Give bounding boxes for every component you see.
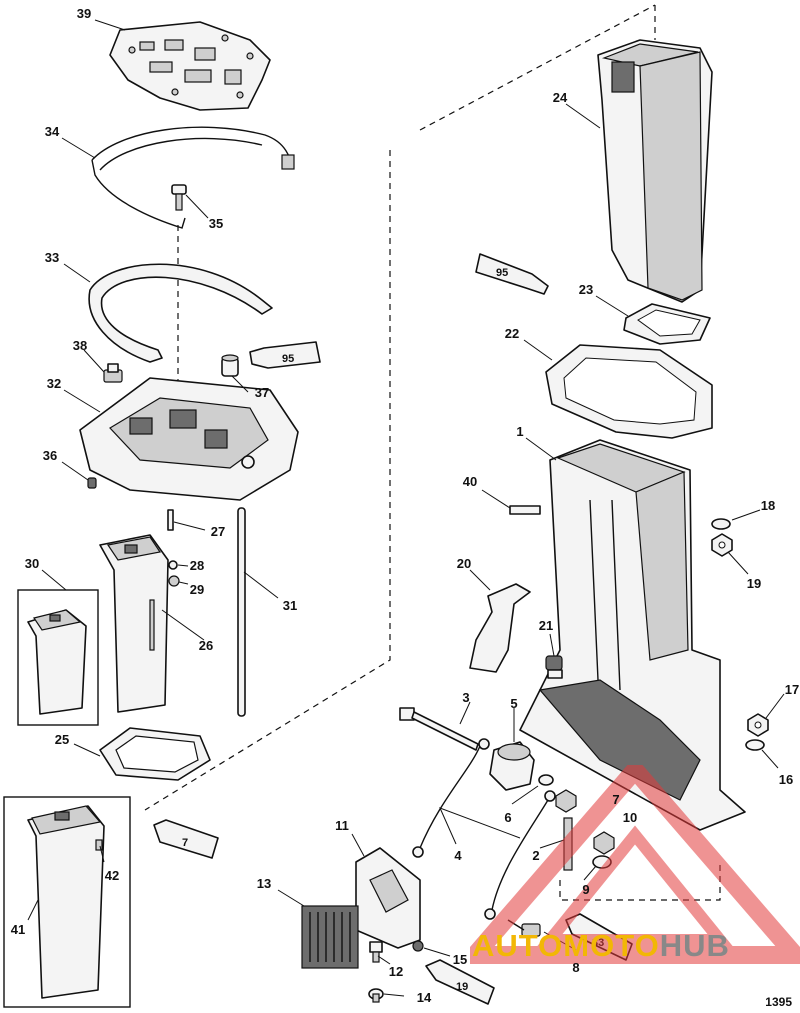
tube-label-95-right: 95: [496, 267, 508, 279]
callout-38: 38: [72, 338, 88, 353]
callout-23: 23: [578, 282, 594, 297]
callout-40: 40: [462, 474, 478, 489]
part-40-decal: [509, 505, 541, 515]
callout-9: 9: [582, 882, 590, 897]
part-30-box: [17, 589, 99, 726]
callout-4: 4: [454, 848, 462, 863]
part-12-screw: [369, 941, 383, 963]
part-20-water-tube: [469, 583, 531, 673]
callout-27: 27: [210, 524, 226, 539]
callout-30: 30: [24, 556, 40, 571]
figure-number: 1395: [765, 995, 792, 1009]
callout-37: 37: [254, 385, 270, 400]
callout-34: 34: [44, 124, 60, 139]
part-7-sealant-tube: 7: [153, 819, 219, 859]
tube-label-95-upper: 95: [282, 353, 294, 365]
part-32-adapter-plate: [79, 377, 299, 501]
callout-19: 19: [746, 576, 762, 591]
callout-35: 35: [208, 216, 224, 231]
callout-22: 22: [504, 326, 520, 341]
callout-17: 17: [784, 682, 800, 697]
part-10-nut: [593, 831, 615, 855]
callout-3: 3: [462, 690, 470, 705]
watermark-logo: [470, 765, 800, 964]
tube-label-7: 7: [182, 837, 188, 849]
callout-20: 20: [456, 556, 472, 571]
tube-label-19: 19: [456, 981, 468, 993]
part-18-washer: [711, 518, 731, 530]
callout-18: 18: [760, 498, 776, 513]
callout-41: 41: [10, 922, 26, 937]
part-37-sleeve: [221, 354, 239, 377]
callout-31: 31: [282, 598, 298, 613]
callout-11: 11: [335, 818, 349, 833]
callout-8: 8: [572, 960, 580, 975]
callout-7-nut: 7: [612, 792, 620, 807]
part-33-seal: [88, 263, 273, 363]
callout-12: 12: [388, 964, 404, 979]
part-35-screw: [171, 184, 187, 211]
part-27-dowel: [167, 509, 174, 531]
callout-14: 14: [416, 990, 432, 1005]
part-16-washer: [745, 739, 765, 751]
callout-1: 1: [516, 424, 524, 439]
part-19-sealant-tube: 19: [425, 959, 495, 1005]
part-23-seal: [623, 303, 711, 345]
watermark-text-hub: HUB: [659, 928, 730, 963]
callout-28: 28: [189, 558, 205, 573]
callout-2: 2: [532, 848, 540, 863]
part-39-gasket-plate: [109, 21, 271, 111]
part-95-sealant-tube-right: 95: [475, 253, 549, 295]
callout-10: 10: [622, 810, 638, 825]
part-36-pin: [87, 477, 97, 489]
part-41-box: [3, 796, 131, 1008]
part-22-gasket: [545, 344, 713, 439]
callout-13: 13: [256, 876, 272, 891]
callout-16: 16: [778, 772, 794, 787]
part-31-tube: [237, 507, 246, 717]
callout-6: 6: [504, 810, 512, 825]
watermark-text-auto: AUTOMOTO: [472, 928, 660, 963]
part-25-gasket: [99, 727, 211, 781]
callout-25: 25: [54, 732, 70, 747]
part-24-upper-housing: [597, 39, 713, 303]
part-15-nut: [412, 940, 424, 952]
assembly-line-right: [144, 4, 656, 811]
part-5-mount: [489, 741, 535, 791]
callout-24: 24: [552, 90, 568, 105]
part-13-anode: [301, 905, 359, 969]
part-38-plug: [103, 363, 123, 383]
callout-5: 5: [510, 696, 518, 711]
part-26-exhaust-tube: [99, 534, 169, 713]
callout-21: 21: [538, 618, 554, 633]
part-14-screw: [368, 988, 384, 1003]
part-3-bolt: [399, 707, 479, 751]
callout-15: 15: [452, 952, 468, 967]
callout-29: 29: [189, 582, 205, 597]
leader-lines: [27, 19, 785, 997]
callout-26: 26: [198, 638, 214, 653]
watermark-text: AUTOMOTOHUB: [472, 928, 730, 964]
part-19-nut: [711, 533, 733, 557]
part-95-sealant-tube-upper: 95: [249, 341, 321, 369]
part-7-nut: [555, 789, 577, 813]
callout-32: 32: [46, 376, 62, 391]
part-28-washer: [168, 560, 178, 570]
callout-42: 42: [104, 868, 120, 883]
part-4-ground-strap: [412, 738, 556, 920]
part-17-nut: [747, 713, 769, 737]
part-11-bracket: [355, 847, 421, 949]
part-21-grommet: [545, 655, 563, 679]
part-29-nut: [168, 575, 180, 587]
part-1-driveshaft-housing: [519, 439, 746, 831]
callout-33: 33: [44, 250, 60, 265]
callout-39: 39: [76, 6, 92, 21]
callout-36: 36: [42, 448, 58, 463]
part-34-cowl-seal: [91, 126, 295, 229]
part-6-washer: [538, 774, 554, 786]
